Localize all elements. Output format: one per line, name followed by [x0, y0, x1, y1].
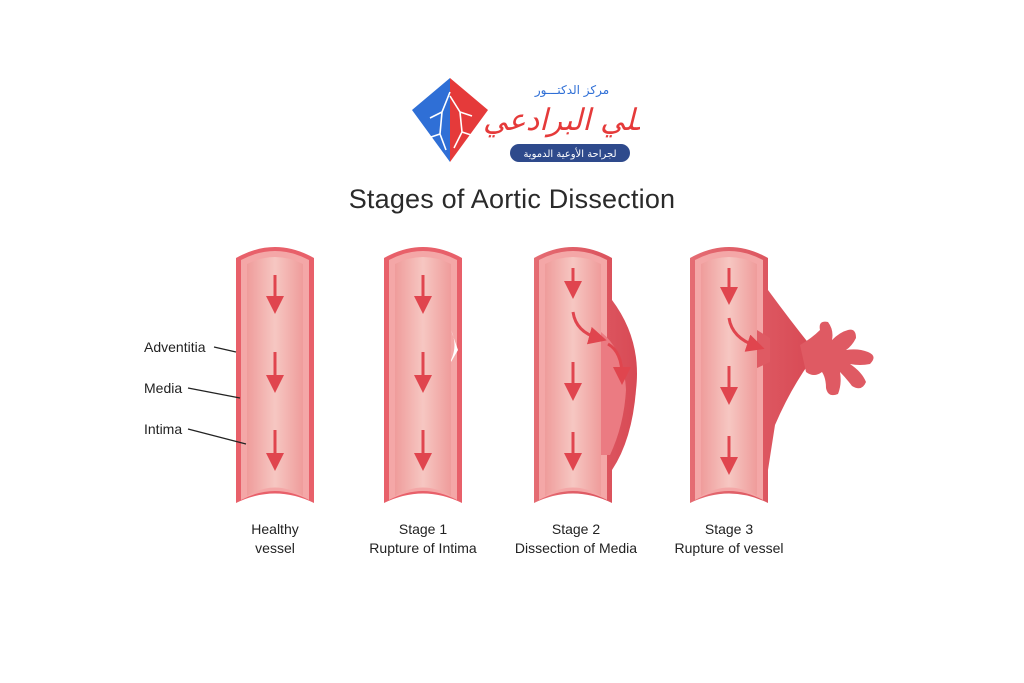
clinic-logo: مركز الدكتـــور علي البرادعي لجراحة الأو… [412, 78, 640, 162]
caption-line: Stage 3 [704, 521, 754, 537]
vessel-healthy [236, 247, 314, 503]
flow-arrow-curved [727, 317, 765, 352]
caption-line: vessel [255, 540, 295, 556]
layer-leader-lines [187, 346, 247, 445]
caption-line: Stage 1 [398, 521, 448, 537]
logo-banner [510, 144, 630, 162]
caption-healthy: Healthy vessel [185, 520, 365, 558]
vessel-stage-3 [690, 247, 874, 503]
vessel-stage-1 [384, 247, 462, 503]
caption-line: Rupture of vessel [674, 540, 784, 556]
logo-line3: لجراحة الأوعية الدموية [523, 147, 616, 160]
blood-splash [800, 321, 874, 396]
caption-line: Stage 2 [551, 521, 601, 537]
diagram-title: Stages of Aortic Dissection [348, 184, 676, 214]
caption-stage-1: Stage 1 Rupture of Intima [333, 520, 513, 558]
caption-stage-3: Stage 3 Rupture of vessel [639, 520, 819, 558]
vessel-heart-icon [412, 78, 488, 162]
caption-line: Healthy [251, 521, 299, 537]
caption-stage-2: Stage 2 Dissection of Media [486, 520, 666, 558]
caption-line: Rupture of Intima [369, 540, 477, 556]
label-adventitia: Adventitia [144, 339, 206, 355]
logo-line1: مركز الدكتـــور [534, 83, 609, 98]
flow-arrow-curved [571, 311, 607, 345]
flow-arrow-curved [607, 342, 631, 385]
logo-line2: علي البرادعي [483, 103, 640, 138]
vessel-stage-2 [534, 247, 637, 503]
intimal-tear [451, 330, 458, 362]
label-intima: Intima [144, 421, 183, 437]
label-media: Media [144, 380, 183, 396]
caption-line: Dissection of Media [514, 540, 638, 556]
